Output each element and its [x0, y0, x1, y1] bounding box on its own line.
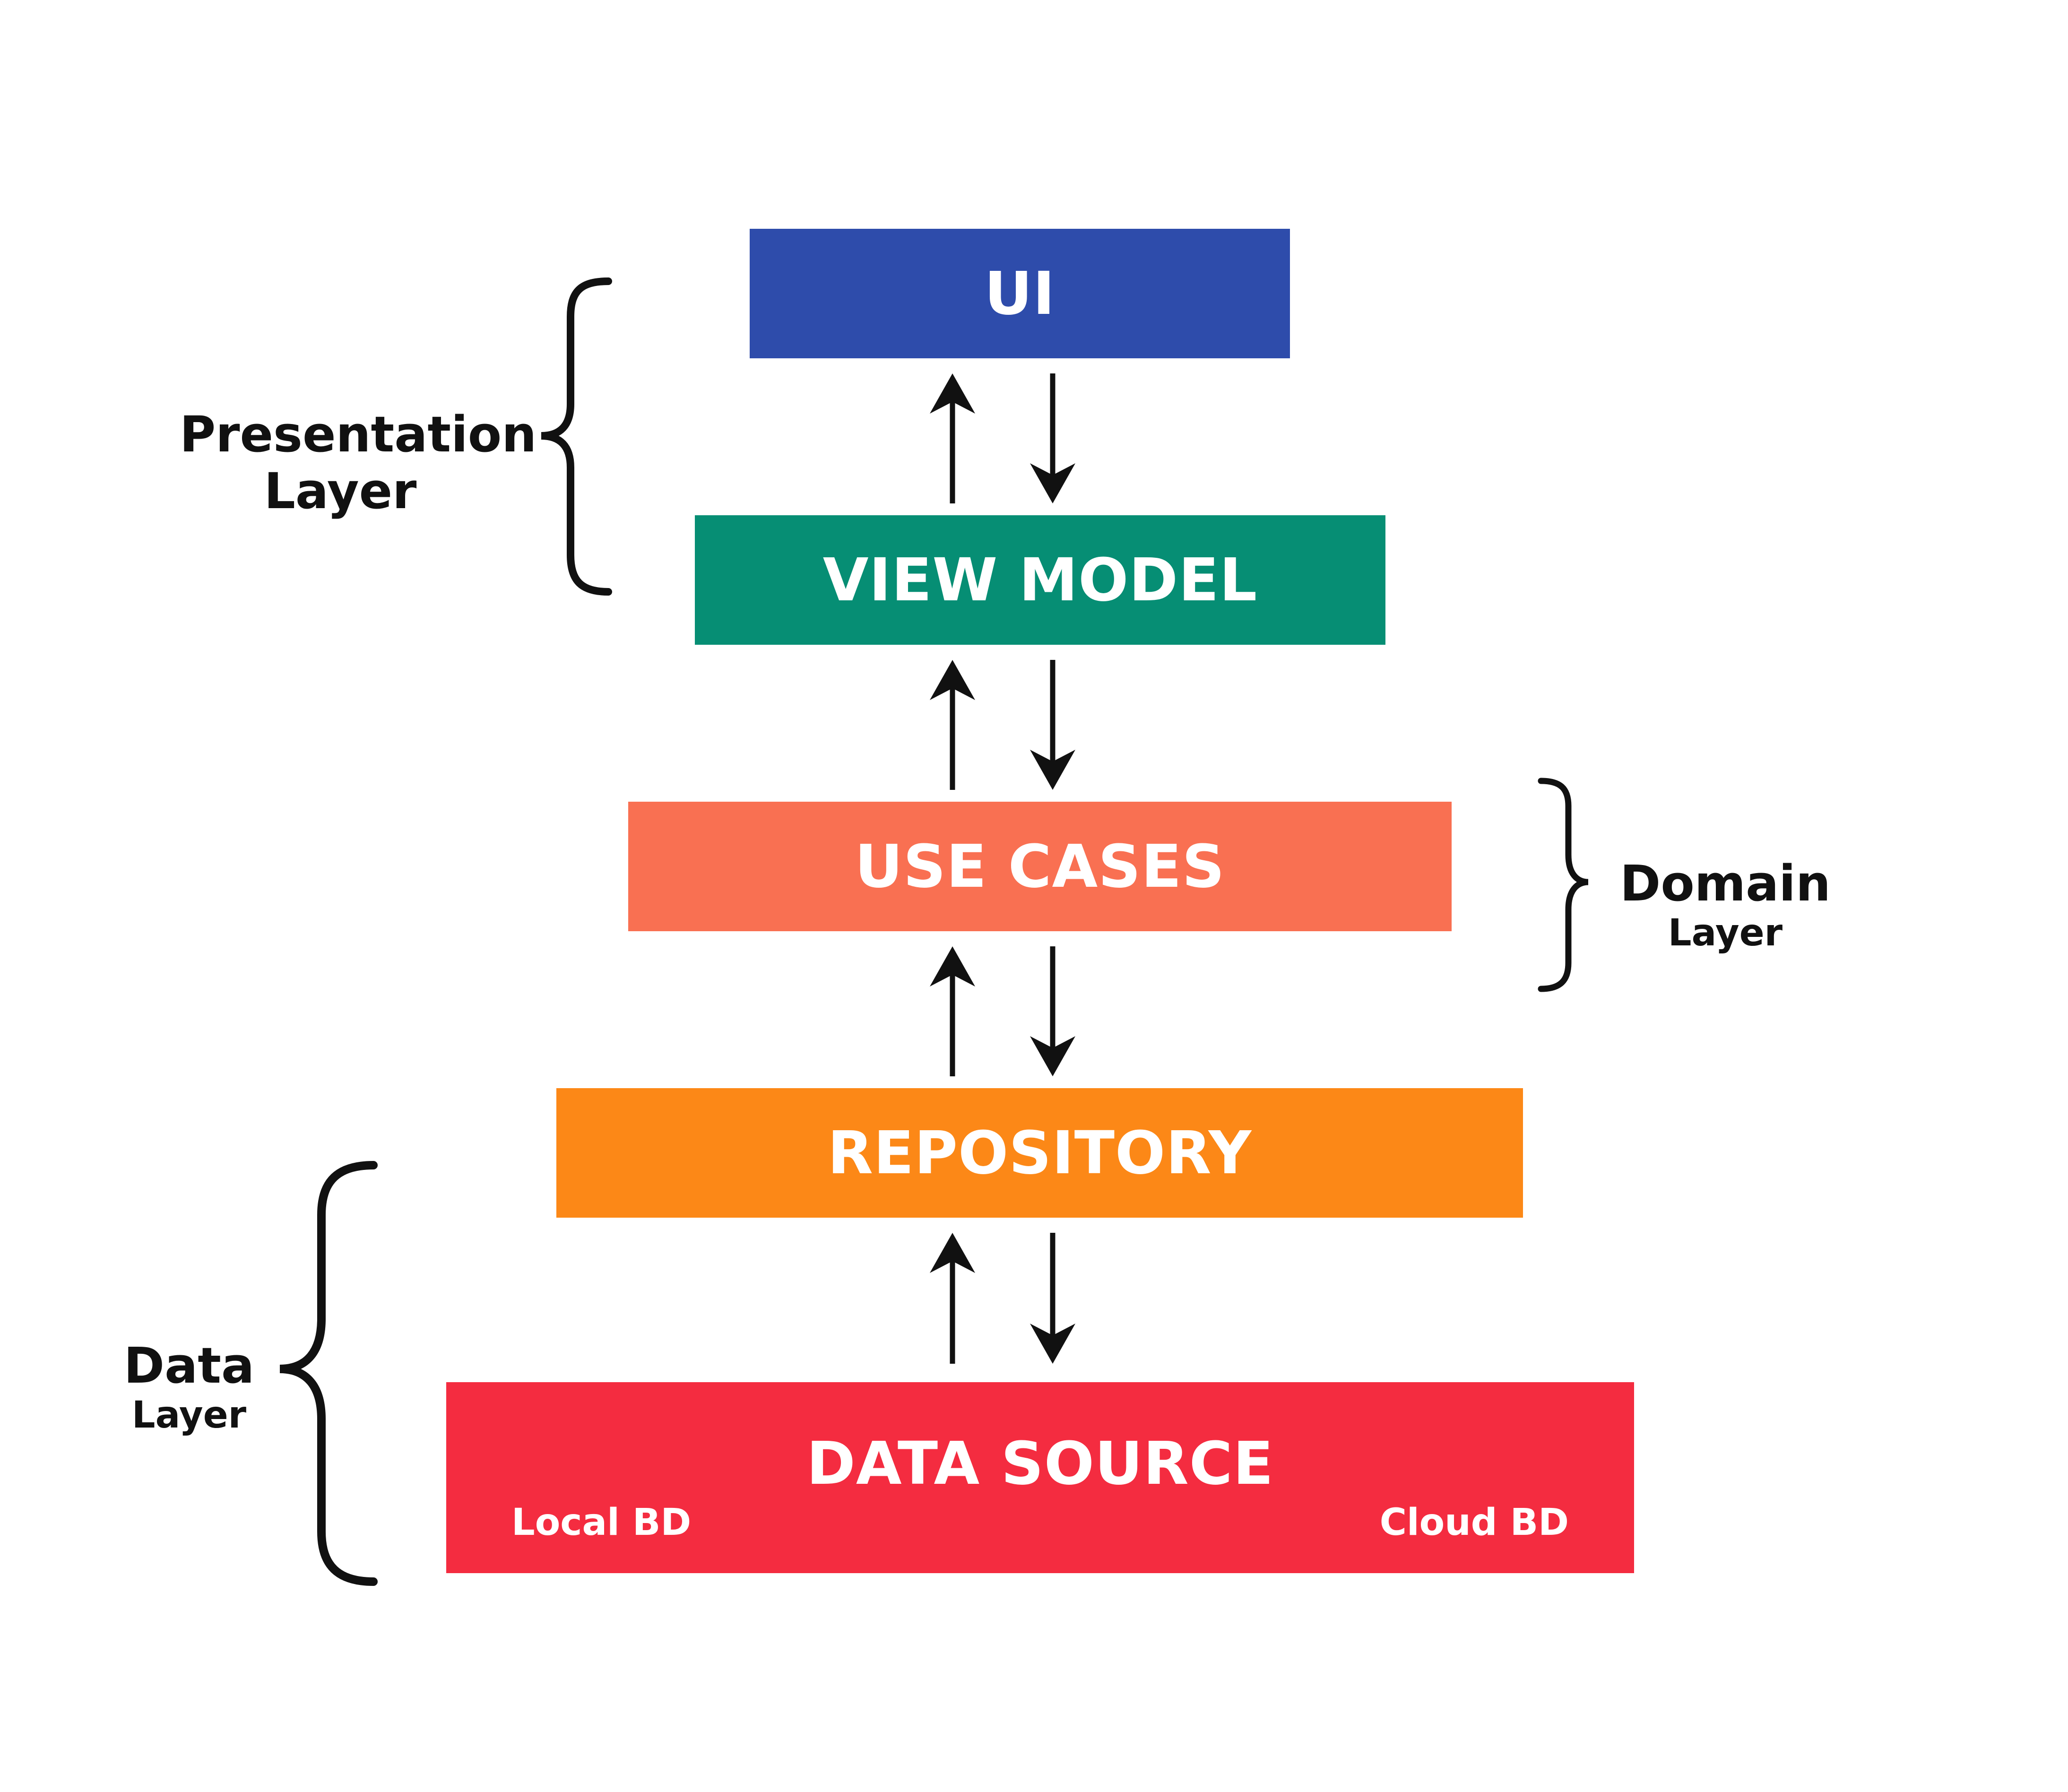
presentation-layer-title: Presentation	[180, 406, 537, 463]
repository-box: REPOSITORY	[556, 1088, 1523, 1218]
data-layer-brace	[279, 1161, 378, 1586]
arrow-down-head	[1030, 463, 1075, 503]
arrow-up-head	[930, 946, 975, 987]
domain-layer-brace	[1538, 778, 1589, 992]
view-model-box-label: VIEW MODEL	[822, 545, 1258, 615]
arrows-usecases-repository	[930, 946, 1075, 1076]
ui-box-label: UI	[984, 259, 1056, 328]
arrows-ui-viewmodel	[930, 373, 1075, 503]
arrow-down-head	[1030, 1036, 1075, 1076]
use-cases-box: USE CASES	[628, 802, 1452, 931]
data-source-box: DATA SOURCE Local BD Cloud BD	[446, 1382, 1634, 1573]
domain-layer-subtitle: Layer	[1668, 911, 1783, 954]
repository-box-label: REPOSITORY	[827, 1118, 1252, 1187]
arrow-down-head	[1030, 1324, 1075, 1364]
arrows-viewmodel-usecases	[930, 660, 1075, 790]
presentation-layer-brace	[541, 277, 612, 596]
domain-layer-title: Domain	[1619, 855, 1831, 912]
data-layer-subtitle: Layer	[131, 1394, 247, 1437]
arrow-up-head	[930, 373, 975, 414]
arrows-repository-datasource	[930, 1233, 1075, 1364]
use-cases-box-label: USE CASES	[855, 832, 1225, 901]
data-layer-label: Data Layer	[118, 1337, 260, 1437]
data-layer-title: Data	[123, 1337, 255, 1394]
arrow-down-head	[1030, 750, 1075, 790]
ui-box: UI	[750, 229, 1290, 358]
presentation-layer-subtitle: Layer	[264, 462, 417, 520]
local-bd-label: Local BD	[511, 1501, 692, 1544]
presentation-layer-label: Presentation Layer	[180, 406, 537, 520]
data-source-box-label: DATA SOURCE	[806, 1429, 1274, 1498]
domain-layer-label: Domain Layer	[1612, 855, 1839, 954]
view-model-box: VIEW MODEL	[695, 515, 1385, 645]
arrow-up-head	[930, 660, 975, 700]
arrow-up-head	[930, 1233, 975, 1273]
cloud-bd-label: Cloud BD	[1379, 1501, 1569, 1544]
